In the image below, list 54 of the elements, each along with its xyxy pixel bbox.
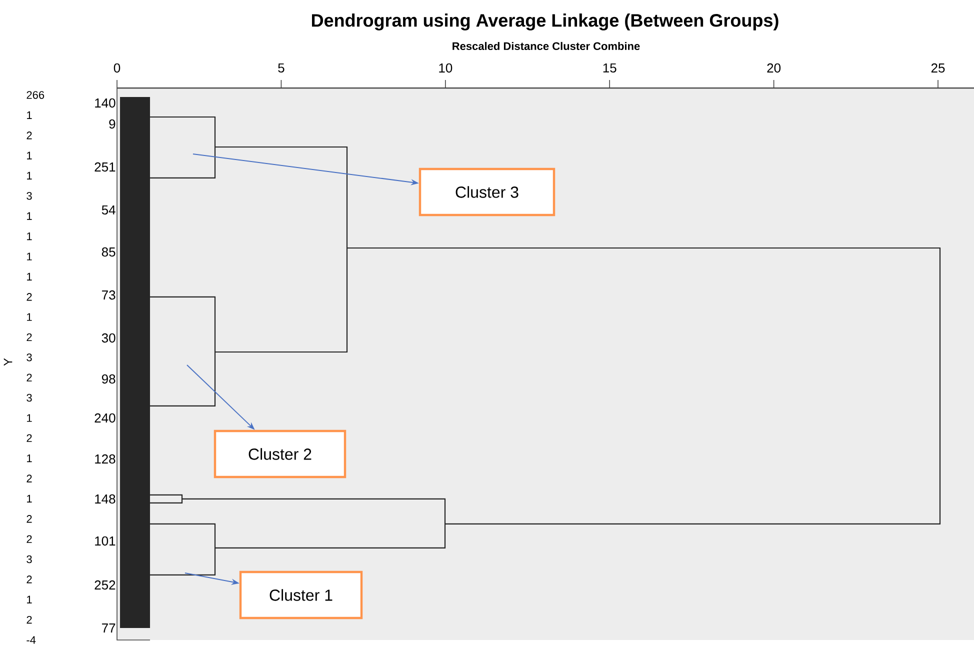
label: 3: [26, 354, 32, 362]
label: 1: [27, 494, 32, 502]
label: 2: [26, 616, 32, 624]
label: 1: [27, 272, 32, 280]
label: 25: [931, 63, 945, 73]
cluster-box: Cluster 3: [418, 168, 556, 216]
label: 2: [26, 474, 32, 482]
label: 1: [27, 252, 32, 260]
label: 2: [26, 576, 32, 584]
label: 2: [26, 374, 32, 382]
label: 148: [95, 494, 116, 504]
label: 3: [26, 192, 32, 200]
label: 2: [26, 434, 32, 442]
label: 85: [102, 247, 116, 257]
label: 2: [26, 293, 32, 301]
label: 1: [27, 172, 32, 180]
label: 1: [27, 596, 32, 604]
label: 2: [26, 515, 32, 523]
label: 3: [26, 394, 32, 402]
label: Y: [4, 358, 12, 366]
label: 9: [109, 119, 116, 129]
label: 1: [27, 313, 32, 321]
label: 0: [114, 63, 120, 73]
label: 3: [26, 555, 32, 564]
label: 54: [102, 205, 116, 215]
label: 266: [26, 91, 44, 99]
label: 251: [94, 162, 116, 172]
label: 98: [102, 374, 116, 384]
label: 2: [26, 132, 32, 140]
label: 128: [95, 454, 116, 464]
label: 1: [27, 111, 32, 119]
label: 240: [94, 413, 116, 423]
label: -4: [26, 636, 36, 644]
label: 5: [278, 63, 284, 73]
diagram-title: Dendrogram using Average Linkage (Between Groups): [312, 14, 778, 30]
cluster-box: Cluster 1: [239, 570, 363, 620]
label: 10: [439, 63, 452, 73]
label: 1: [27, 454, 32, 462]
label: 15: [603, 63, 616, 73]
label: 101: [95, 536, 116, 546]
label: 1: [27, 414, 32, 422]
label: 2: [26, 535, 32, 543]
label: Rescaled Distance Cluster Combine: [452, 42, 640, 50]
label: 1: [27, 232, 32, 240]
label: 30: [102, 333, 116, 343]
label: 1: [27, 212, 32, 220]
label: 140: [95, 98, 116, 108]
label: 1: [27, 152, 32, 160]
cluster-box: Cluster 2: [214, 430, 346, 478]
label: 77: [102, 624, 116, 632]
label: 20: [767, 63, 781, 73]
label: 252: [94, 580, 116, 590]
label: 2: [26, 333, 32, 342]
label: 73: [102, 290, 116, 300]
